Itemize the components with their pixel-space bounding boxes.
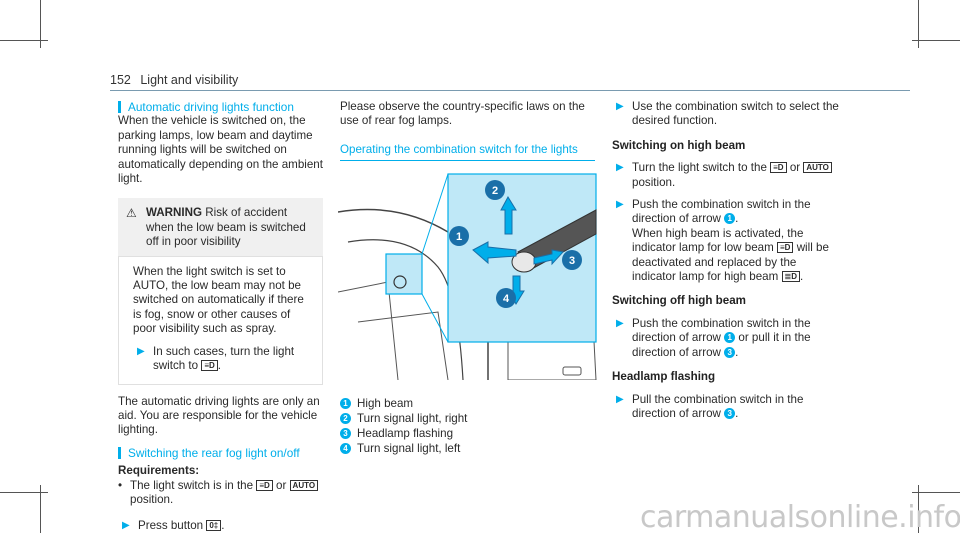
auto-icon: AUTO (803, 162, 832, 174)
lowbeam-icon: ≡D (201, 360, 218, 372)
watermark: carmanualsonline.info (640, 500, 960, 535)
crop-mark (918, 485, 919, 533)
flash-step: ▶ Pull the combination switch in the dir… (616, 392, 804, 420)
column-left: Automatic driving lights function When t… (118, 100, 323, 534)
step-arrow-icon: ▶ (616, 199, 624, 211)
crop-mark (40, 0, 41, 48)
lowbeam-icon: ≡D (777, 242, 794, 254)
warning-label: WARNING (146, 206, 203, 220)
warning-icon: ⚠ (126, 206, 137, 221)
header-divider (110, 90, 910, 91)
heading-combination-switch: Operating the combination switch for the… (340, 143, 595, 162)
column-middle: Please observe the country-specific laws… (340, 100, 600, 162)
step-arrow-icon: ▶ (616, 317, 624, 329)
page-header: 152 Light and visibility (110, 73, 238, 87)
lowbeam-icon: ≡D (770, 162, 787, 174)
use-step: ▶ Use the combination switch to select t… (616, 100, 839, 128)
warning-title: Risk of accident when the low beam is sw… (146, 206, 306, 249)
legend-item: 1 High beam (340, 396, 600, 411)
on-step-2: ▶ Push the combination switch in the dir… (616, 198, 829, 284)
zoom-line (421, 293, 449, 343)
on-step-1: ▶ Turn the light switch to the ≡D or AUT… (612, 161, 842, 190)
console-line (357, 311, 449, 380)
legend-item: 2 Turn signal light, right (340, 411, 600, 426)
legend-item: 3 Headlamp flashing (340, 426, 600, 441)
step-arrow-icon: ▶ (616, 162, 624, 174)
auto-icon: AUTO (289, 479, 319, 491)
callout-1 (449, 226, 469, 246)
heading-bar (118, 101, 121, 114)
lowbeam-icon: ≡D (256, 479, 273, 491)
step-arrow-icon: ▶ (616, 393, 624, 405)
requirement-item: The light switch is in the ≡D or AUTO po… (118, 479, 323, 508)
column-right: ▶ Use the combination switch to select t… (612, 100, 842, 421)
warning-body: When the light switch is set to AUTO, th… (133, 264, 304, 336)
illustration-legend: 1 High beam 2 Turn signal light, right 3… (340, 396, 600, 456)
highbeam-icon: ≣D (781, 271, 801, 283)
aid-text: The automatic driving lights are only an… (118, 394, 320, 437)
step-arrow-icon: ▶ (616, 101, 624, 112)
section-title: Light and visibility (140, 73, 239, 87)
arrow-2-icon (500, 195, 517, 235)
callout-3 (562, 250, 582, 270)
heading-rear-fog: Switching the rear fog light on/off (118, 446, 323, 460)
warning-header: ⚠ WARNING Risk of accident when the low … (126, 206, 313, 249)
heading-switch-off-high-beam: Switching off high beam (612, 294, 746, 308)
heading-bar (118, 446, 121, 459)
heading-automatic-driving-lights: Automatic driving lights function (118, 100, 323, 114)
crop-mark (912, 492, 960, 493)
auto-text: When the vehicle is switched on, the par… (118, 114, 323, 186)
crop-mark (918, 0, 919, 48)
heading-switch-on-high-beam: Switching on high beam (612, 138, 746, 152)
heading-headlamp-flashing: Headlamp flashing (612, 370, 716, 384)
crop-mark (912, 40, 960, 41)
crop-mark (40, 485, 41, 533)
combination-switch-illustration: 1 2 3 4 (338, 172, 598, 380)
arrow-1-icon (472, 241, 517, 265)
warning-box: ⚠ WARNING Risk of accident when the low … (118, 198, 323, 385)
callout-2 (485, 180, 505, 200)
callout-4-label: 4 (503, 293, 510, 305)
crop-mark (0, 492, 48, 493)
highlight-box (385, 253, 423, 295)
step-arrow-icon: ▶ (137, 345, 145, 357)
page-number: 152 (110, 73, 131, 87)
callout-1-label: 1 (456, 231, 462, 243)
rear-fog-button-icon: 0‡ (206, 520, 222, 532)
crop-mark (0, 40, 48, 41)
vent-icon (562, 366, 582, 376)
off-step: ▶ Push the combination switch in the dir… (616, 316, 811, 359)
warning-body-box: When the light switch is set to AUTO, th… (118, 255, 323, 385)
callout-3-label: 3 (569, 255, 575, 267)
switch-knob-small (393, 275, 407, 289)
arrow-3-icon (533, 249, 564, 266)
callout-2-label: 2 (492, 185, 498, 197)
zoom-line (421, 173, 449, 255)
warning-step: ▶ In such cases, turn the light switch t… (137, 344, 295, 373)
intro-text: Please observe the country-specific laws… (340, 100, 585, 128)
press-step: ▶ Press button 0‡. (122, 519, 225, 533)
callout-4 (496, 288, 516, 308)
requirements-label: Requirements: (118, 464, 200, 478)
legend-item: 4 Turn signal light, left (340, 441, 600, 456)
step-arrow-icon: ▶ (122, 520, 130, 532)
